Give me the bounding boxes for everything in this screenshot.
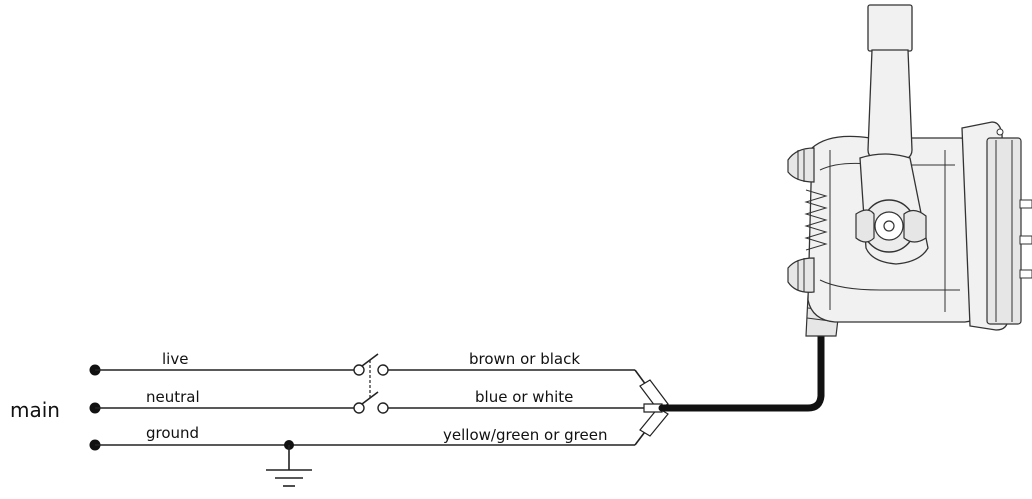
power-cable	[658, 332, 825, 412]
ground-label: ground	[146, 424, 199, 442]
yellow-green-wire-label: yellow/green or green	[443, 426, 607, 444]
ground-symbol-icon	[266, 440, 312, 487]
brown-black-wire-label: brown or black	[469, 350, 580, 368]
cable-terminations	[639, 379, 669, 437]
light-fixture-icon	[787, 4, 1032, 337]
blue-white-wire-label: blue or white	[475, 388, 573, 406]
double-pole-switch-icon	[353, 353, 389, 414]
main-supply-label: main	[10, 398, 60, 422]
live-label: live	[162, 350, 188, 368]
neutral-label: neutral	[146, 388, 200, 406]
